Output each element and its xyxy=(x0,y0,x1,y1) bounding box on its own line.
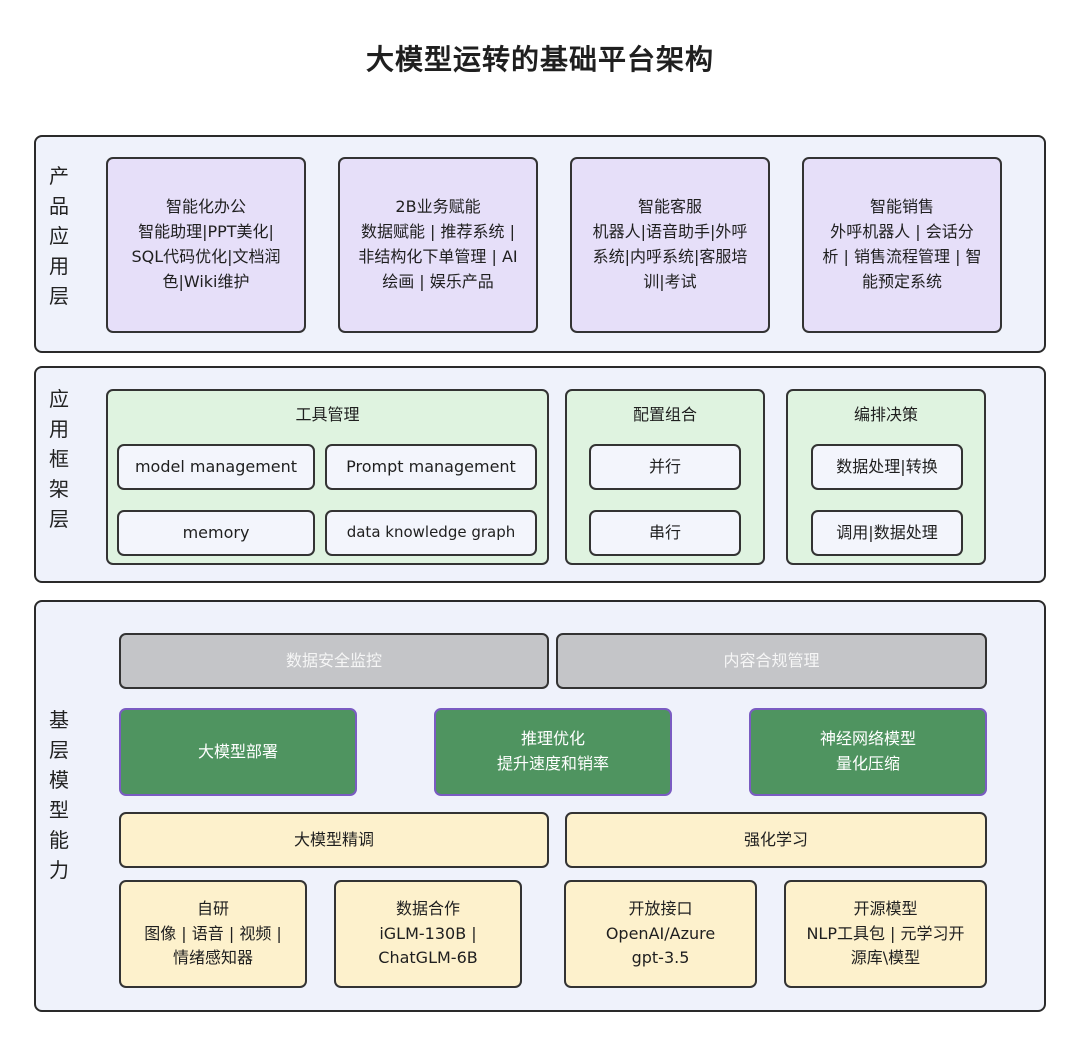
model-deployment-box: 大模型部署 xyxy=(119,708,357,796)
box-line: 神经网络模型 xyxy=(819,729,916,749)
content-compliance-box: 内容合规管理 xyxy=(556,633,987,689)
box-line: ChatGLM-6B xyxy=(378,948,478,968)
orchestration-decision-group: 编排决策 数据处理|转换 调用|数据处理 xyxy=(786,389,986,565)
box-line: 大模型部署 xyxy=(197,741,278,761)
box-line: NLP工具包 | 元学习开 xyxy=(806,923,965,943)
product-card-smart-office: 智能化办公 智能助理|PPT美化| SQL代码优化|文档润 色|Wiki维护 xyxy=(106,157,306,333)
product-card-smart-sales: 智能销售 外呼机器人 | 会话分 析 | 销售流程管理 | 智 能预定系统 xyxy=(802,157,1002,333)
data-security-monitoring-box: 数据安全监控 xyxy=(119,633,549,689)
group-title: 编排决策 xyxy=(853,405,918,424)
serial-box: 串行 xyxy=(589,510,741,556)
product-card-2b-enablement: 2B业务赋能 数据赋能 | 推荐系统 | 非结构化下单管理 | AI 绘画 | … xyxy=(338,157,538,333)
base-layer: 基层模型能力 数据安全监控 内容合规管理 大模型部署 推理优化 提升速度和销率 … xyxy=(34,600,1046,1012)
box-line: 提升速度和销率 xyxy=(496,754,609,773)
card-line: 色|Wiki维护 xyxy=(162,271,250,291)
card-line: 数据赋能 | 推荐系统 | xyxy=(360,222,516,242)
framework-layer: 应用框架层 工具管理 model management Prompt manag… xyxy=(34,366,1046,583)
open-source-model-box: 开源模型 NLP工具包 | 元学习开 源库\模型 xyxy=(784,880,987,988)
reinforcement-learning-box: 强化学习 xyxy=(565,812,987,868)
card-line: 智能客服 xyxy=(637,197,702,217)
box-line: 开源模型 xyxy=(853,898,918,918)
card-line: 训|考试 xyxy=(643,271,697,291)
framework-layer-label: 应用框架层 xyxy=(49,387,69,531)
self-developed-box: 自研 图像 | 语音 | 视频 | 情绪感知器 xyxy=(119,880,307,988)
fine-tuning-box: 大模型精调 xyxy=(119,812,549,868)
product-layer-label: 产品应用层 xyxy=(49,164,69,308)
box-line: gpt-3.5 xyxy=(631,948,690,968)
data-knowledge-graph-box: data knowledge graph xyxy=(325,510,537,556)
prompt-management-box: Prompt management xyxy=(325,444,537,490)
box-line: 开放接口 xyxy=(628,898,693,918)
box-line: 情绪感知器 xyxy=(172,948,253,968)
box-line: iGLM-130B | xyxy=(379,923,477,943)
box-line: 自研 xyxy=(196,898,229,918)
card-line: 非结构化下单管理 | AI xyxy=(358,247,518,266)
invoke-data-processing-box: 调用|数据处理 xyxy=(811,510,963,556)
card-line: 系统|内呼系统|客服培 xyxy=(592,247,748,266)
card-line: 智能化办公 xyxy=(165,197,246,217)
box-line: 推理优化 xyxy=(520,729,585,749)
data-processing-convert-box: 数据处理|转换 xyxy=(811,444,963,490)
box-line: OpenAI/Azure xyxy=(605,923,716,943)
box-line: 数据合作 xyxy=(395,898,460,918)
model-management-box: model management xyxy=(117,444,315,490)
card-line: 析 | 销售流程管理 | 智 xyxy=(822,247,982,266)
card-line: 智能助理|PPT美化| xyxy=(138,222,274,242)
card-line: 智能销售 xyxy=(869,197,934,217)
model-quantization-box: 神经网络模型 量化压缩 xyxy=(749,708,987,796)
parallel-box: 并行 xyxy=(589,444,741,490)
base-layer-label: 基层模型能力 xyxy=(49,708,69,882)
inference-optimization-box: 推理优化 提升速度和销率 xyxy=(434,708,672,796)
card-line: 2B业务赋能 xyxy=(395,197,481,217)
box-line: 量化压缩 xyxy=(835,754,900,773)
group-title: 配置组合 xyxy=(632,405,697,424)
box-line: 源库\模型 xyxy=(850,948,921,968)
diagram-title: 大模型运转的基础平台架构 xyxy=(365,43,714,76)
group-title: 工具管理 xyxy=(295,405,360,424)
tool-management-group: 工具管理 model management Prompt management … xyxy=(106,389,549,565)
product-layer: 产品应用层 智能化办公 智能助理|PPT美化| SQL代码优化|文档润 色|Wi… xyxy=(34,135,1046,353)
card-line: 外呼机器人 | 会话分 xyxy=(830,222,974,242)
card-line: 绘画 | 娱乐产品 xyxy=(382,271,494,291)
config-combination-group: 配置组合 并行 串行 xyxy=(565,389,765,565)
data-cooperation-box: 数据合作 iGLM-130B | ChatGLM-6B xyxy=(334,880,522,988)
card-line: SQL代码优化|文档润 xyxy=(131,247,281,266)
card-line: 机器人|语音助手|外呼 xyxy=(592,222,748,242)
box-line: 图像 | 语音 | 视频 | xyxy=(144,923,282,943)
open-api-box: 开放接口 OpenAI/Azure gpt-3.5 xyxy=(564,880,757,988)
card-line: 能预定系统 xyxy=(861,271,942,291)
product-card-customer-service: 智能客服 机器人|语音助手|外呼 系统|内呼系统|客服培 训|考试 xyxy=(570,157,770,333)
memory-box: memory xyxy=(117,510,315,556)
